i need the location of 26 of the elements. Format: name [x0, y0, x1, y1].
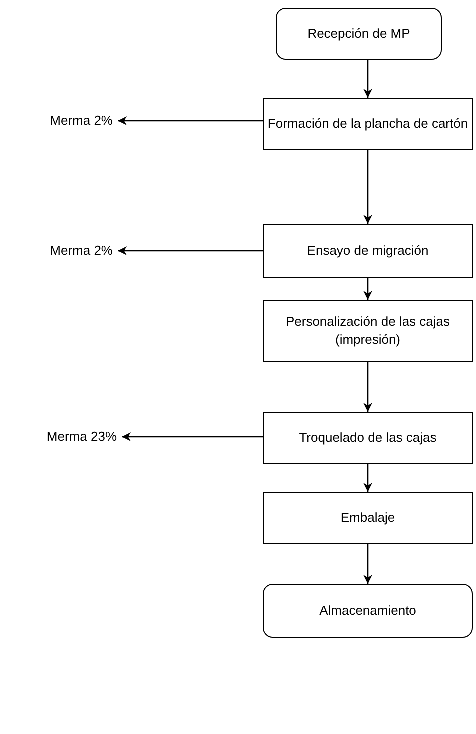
step-label: Personalización de las cajas (impresión): [284, 313, 452, 349]
arrow: [118, 116, 263, 126]
waste-label: Merma 2%: [50, 112, 113, 130]
arrow: [364, 362, 372, 412]
step-label: Troquelado de las cajas: [299, 429, 437, 447]
waste-label: Merma 23%: [46, 428, 117, 446]
step-label: Almacenamiento: [320, 602, 416, 620]
arrow: [364, 150, 372, 224]
terminal-box: [263, 584, 473, 638]
step-label: Recepción de MP: [308, 25, 410, 43]
arrow: [364, 464, 372, 492]
step-label: Formación de la plancha de cartón: [268, 115, 468, 133]
process-box: [263, 224, 473, 278]
process-box: [263, 300, 473, 362]
terminal-box: [276, 8, 442, 60]
process-box: [263, 492, 473, 544]
process-box: [263, 98, 473, 150]
step-label: Ensayo de migración: [307, 242, 429, 260]
process-box: [263, 412, 473, 464]
waste-label: Merma 2%: [50, 242, 113, 260]
arrow: [364, 60, 372, 98]
arrow: [122, 432, 263, 442]
arrow: [118, 246, 263, 256]
arrow: [364, 278, 372, 300]
step-label: Embalaje: [340, 509, 396, 527]
arrow: [364, 544, 372, 584]
